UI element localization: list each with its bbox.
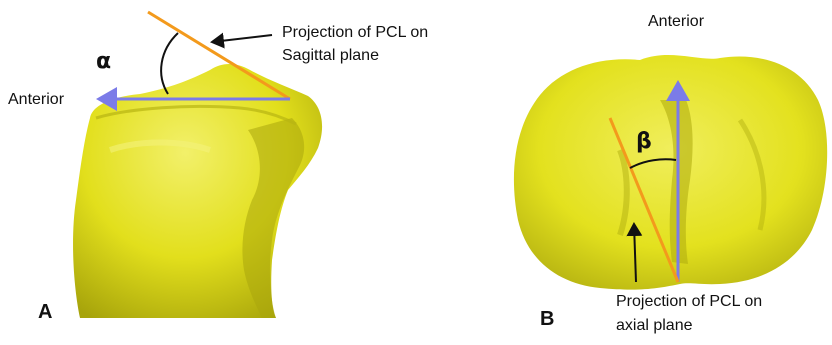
annotation-text-a-line1: Projection of PCL on xyxy=(282,24,428,41)
anterior-label-a: Anterior xyxy=(8,91,65,108)
panel-b: β Projection of PCL on axial plane Anter… xyxy=(514,13,827,334)
anterior-label-b: Anterior xyxy=(648,13,705,30)
tibial-plateau-axial-shape xyxy=(514,55,827,290)
annotation-pointer-a xyxy=(212,35,272,42)
panel-a: α Projection of PCL on Sagittal plane An… xyxy=(8,12,428,323)
angle-label-beta: β xyxy=(636,129,652,154)
angle-label-alpha: α xyxy=(96,49,111,74)
annotation-text-a-line2: Sagittal plane xyxy=(282,47,379,64)
annotation-text-b-line1: Projection of PCL on xyxy=(616,293,762,310)
panel-label-b: B xyxy=(540,308,554,330)
annotation-text-b-line2: axial plane xyxy=(616,317,693,334)
panel-label-a: A xyxy=(38,301,52,323)
